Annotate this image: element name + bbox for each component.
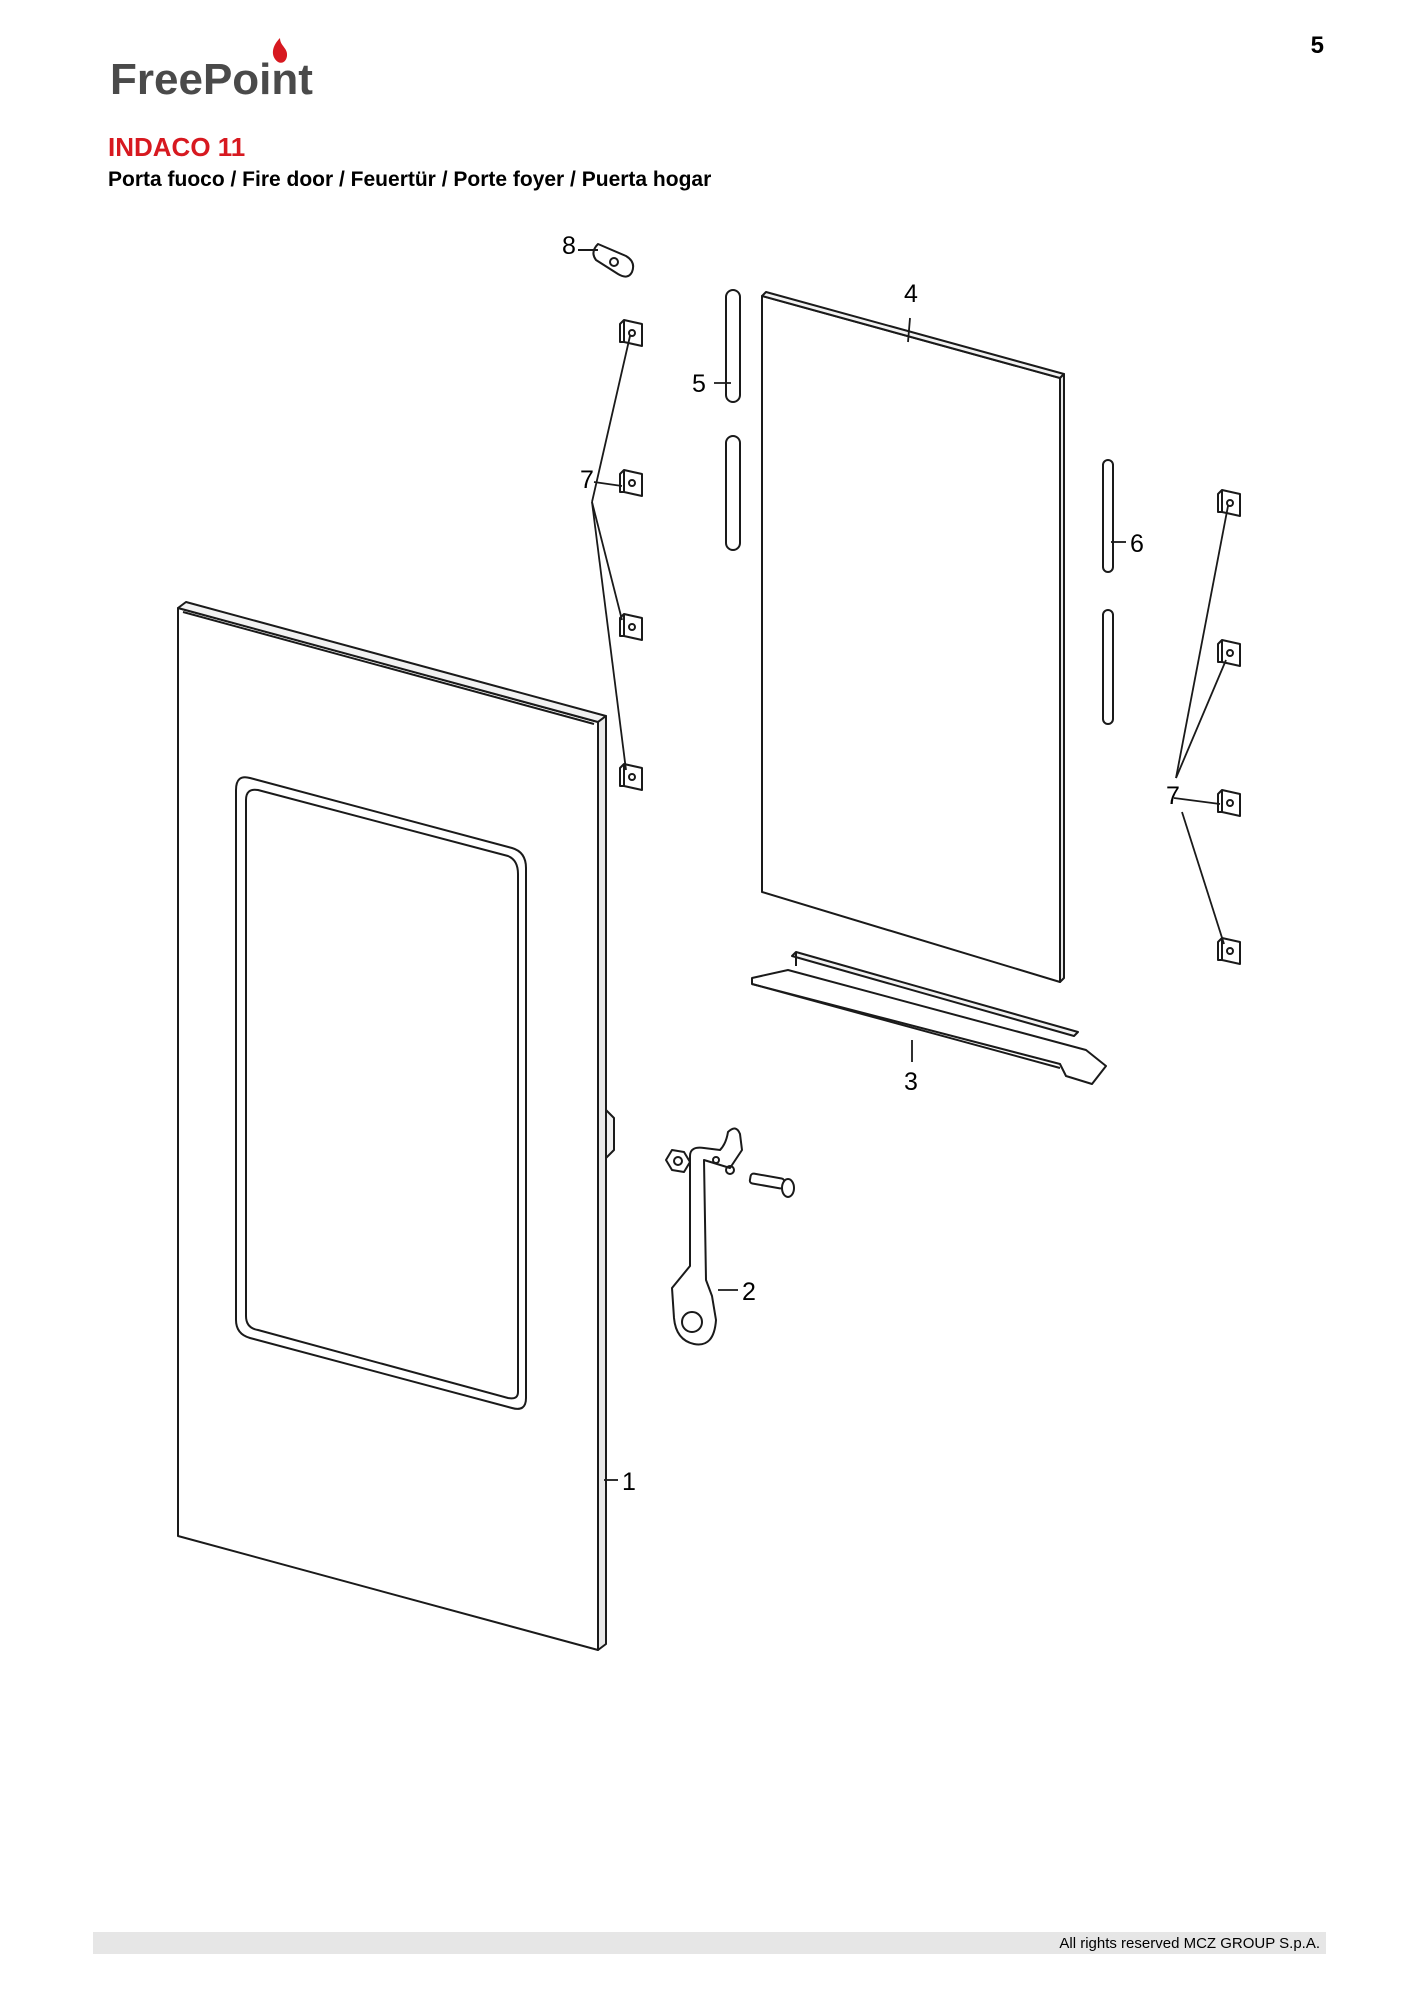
callout-7-left: 7: [580, 466, 594, 494]
freepoint-logo: FreePoint: [110, 38, 313, 100]
callout-8: 8: [562, 232, 576, 260]
part-2-hinge-bracket: [665, 1127, 795, 1346]
callout-3: 3: [904, 1068, 918, 1096]
part-7-glass-clips-left: [619, 319, 643, 791]
callout-5: 5: [692, 370, 706, 398]
part-6-gasket-rods: [1102, 459, 1114, 725]
part-8-clip: [578, 243, 635, 278]
callout-7-right: 7: [1166, 782, 1180, 810]
callout-1: 1: [622, 1468, 636, 1496]
footer-bar: All rights reserved MCZ GROUP S.p.A.: [93, 1932, 1326, 1954]
callout-4: 4: [904, 280, 918, 308]
flame-icon: [272, 38, 288, 63]
leader-lines: [591, 317, 1229, 1481]
page-subtitle: Porta fuoco / Fire door / Feuertür / Por…: [108, 168, 712, 191]
page-title: INDACO 11: [108, 132, 246, 162]
callout-6: 6: [1130, 530, 1144, 558]
page-number: 5: [1310, 32, 1324, 59]
part-7-glass-clips-right: [1217, 489, 1241, 965]
copyright-text: All rights reserved MCZ GROUP S.p.A.: [1059, 1935, 1320, 1952]
part-3-bottom-profile: [751, 951, 1107, 1085]
callout-2: 2: [742, 1278, 756, 1306]
part-1-door-frame: [177, 601, 615, 1651]
part-5-gasket-rods: [725, 289, 741, 551]
part-4-glass-panel: [761, 291, 1065, 983]
